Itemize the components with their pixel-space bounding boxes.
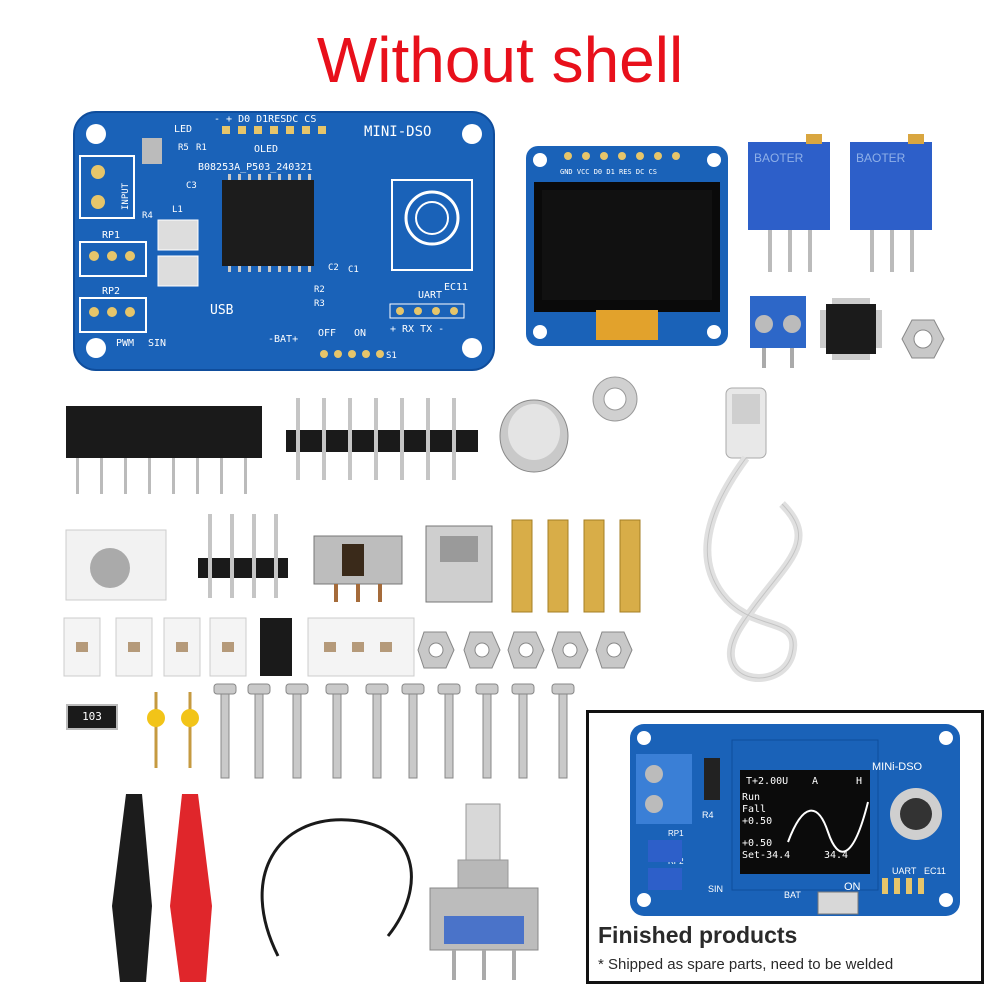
finished-bat-label: BAT (784, 890, 801, 900)
screen-line-trigger: T+2.00U (746, 776, 788, 787)
uart-pin-labels: + RX TX - (390, 324, 444, 335)
potentiometer-1: BAOTER (748, 134, 830, 272)
oled-module: GND VCC D0 D1 RES DC CS (526, 146, 728, 346)
test-pins (147, 692, 199, 768)
rotary-encoder (429, 803, 539, 980)
pcb-board: - + D0 D1RESDC CS MINI-DSO OLED B08253A_… (73, 111, 495, 371)
hex-nut-large (901, 319, 945, 359)
screen-line-set: Set-34.4 (742, 850, 790, 861)
pot-1-label: BAOTER (754, 151, 804, 165)
female-header (66, 406, 262, 494)
smd-resistor: 103 (66, 704, 118, 730)
screen-line-h: H (856, 776, 862, 787)
pwm-label: PWM (116, 338, 134, 349)
finished-on-label: ON (844, 881, 861, 893)
oled-module-pin-labels: GND VCC D0 D1 RES DC CS (560, 168, 657, 176)
pin-header-4 (198, 514, 288, 598)
s1-label: S1 (386, 351, 397, 361)
screen-line-v2: +0.50 (742, 838, 772, 849)
finished-products-note: * Shipped as spare parts, need to be wel… (598, 956, 894, 973)
r5-label: R5 (178, 143, 189, 153)
usb-socket (425, 525, 493, 603)
uart-label: UART (418, 290, 442, 301)
r2-label: R2 (314, 285, 325, 295)
male-header (286, 398, 478, 480)
alligator-clips (112, 794, 212, 982)
slide-switch (313, 535, 403, 602)
finished-r4-label: R4 (702, 810, 714, 820)
hex-nuts (417, 631, 633, 669)
finished-sin-label: SIN (708, 884, 723, 894)
finished-board: T+2.00U A H Run Fall +0.50 +0.50 Set-34.… (630, 724, 960, 916)
screen-line-a: A (812, 776, 818, 787)
r3-label: R3 (314, 299, 325, 309)
smd-component-tapes (63, 617, 415, 677)
standoffs (511, 519, 641, 613)
c2-label: C2 (328, 263, 339, 273)
product-title: Without shell (316, 24, 684, 96)
oled-label: OLED (254, 144, 278, 155)
r1-label: R1 (196, 143, 207, 153)
screen-line-v1: +0.50 (742, 816, 772, 827)
usb-cable (703, 387, 803, 682)
finished-brand: MINi-DSO (872, 761, 923, 773)
pcb-model-label: MINI-DSO (364, 124, 431, 140)
finished-rp1-label: RP1 (668, 829, 684, 838)
c3-label: C3 (186, 181, 197, 191)
sin-label: SIN (148, 338, 166, 349)
led-label: LED (174, 124, 192, 135)
finished-ec11-label: EC11 (924, 866, 946, 876)
resistor-code: 103 (82, 710, 102, 723)
washer (592, 376, 638, 422)
bat-label: -BAT+ (268, 334, 298, 345)
rp2-label: RP2 (102, 286, 120, 297)
screen-line-set-value: 34.4 (824, 850, 848, 861)
mcu-chip (820, 298, 882, 360)
finished-products-title: Finished products (598, 922, 798, 948)
finished-uart-label: UART (892, 866, 917, 876)
oled-pin-labels: - + D0 D1RESDC CS (214, 114, 316, 125)
pot-2-label: BAOTER (856, 151, 906, 165)
l1-label: L1 (172, 205, 183, 215)
potentiometer-2: BAOTER (850, 134, 932, 272)
knob-cap (499, 399, 569, 473)
ec11-label: EC11 (444, 282, 468, 293)
screen-line-run: Run (742, 792, 760, 803)
terminal-block (750, 296, 806, 368)
black-wire (260, 818, 413, 957)
off-label: OFF (318, 328, 336, 339)
usb-label: USB (210, 303, 234, 318)
rp1-label: RP1 (102, 230, 120, 241)
input-label: INPUT (121, 182, 131, 210)
on-label: ON (354, 328, 366, 339)
screen-line-fall: Fall (742, 804, 766, 815)
board-code-label: B08253A_P503_240321 (198, 162, 312, 173)
buzzer-holder (65, 529, 167, 601)
c1-label: C1 (348, 265, 359, 275)
r4-label: R4 (142, 211, 153, 221)
screws (213, 683, 575, 779)
